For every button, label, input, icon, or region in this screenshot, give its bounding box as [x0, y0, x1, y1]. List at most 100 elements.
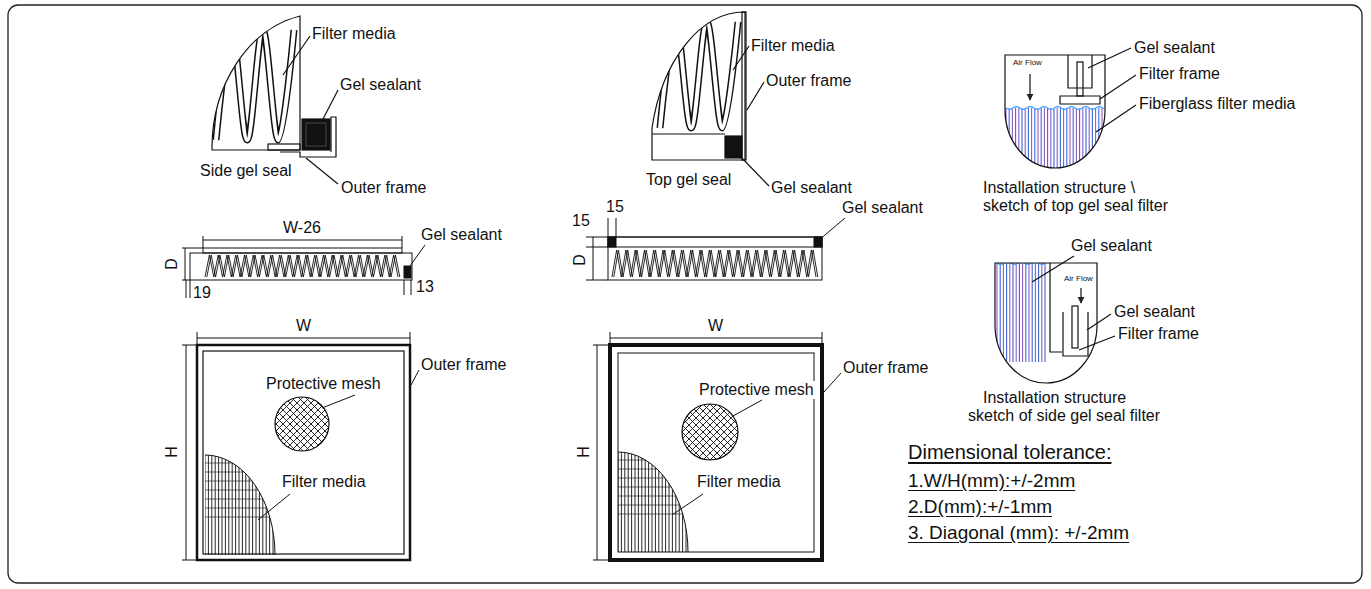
- media-pleat-line: [273, 455, 274, 555]
- mesh-wire: [640, 404, 696, 460]
- dimension-line: [197, 338, 410, 339]
- media-pleat-line: [252, 455, 253, 555]
- extension-line: [404, 280, 405, 295]
- outer-frame-profile: [280, 117, 336, 157]
- media-fiber: [996, 263, 997, 362]
- part-label: Side gel seal: [200, 162, 292, 180]
- mesh-wire: [661, 404, 717, 460]
- media-pleat-line: [624, 452, 625, 552]
- part-label: Gel sealant: [842, 199, 923, 217]
- pleat-outer: [660, 22, 738, 128]
- extension-line: [190, 280, 191, 298]
- media-fiber: [1079, 108, 1080, 175]
- pleat-inner: [660, 22, 738, 128]
- media-pleat-line: [222, 455, 223, 555]
- media-pleat-line: [218, 455, 219, 555]
- gel-sealant-block: [404, 266, 411, 278]
- part-label: Outer frame: [843, 359, 928, 377]
- mesh-wire: [228, 397, 282, 451]
- mesh-wire: [626, 404, 682, 460]
- extension-line: [608, 218, 609, 237]
- knife-edge: [1077, 62, 1083, 96]
- media-pleat-line: [672, 452, 673, 552]
- pleat-outer: [216, 30, 294, 140]
- media-fiber: [1009, 263, 1010, 362]
- protective-mesh: [682, 404, 738, 460]
- mesh-wire: [270, 397, 324, 451]
- dimension-label: W: [296, 317, 311, 335]
- side-view-left: [182, 236, 425, 298]
- leader-line: [747, 82, 764, 110]
- top-band: [608, 237, 822, 247]
- gel-channel: [1068, 55, 1092, 88]
- detail-outline: [652, 12, 745, 160]
- mesh-wire: [689, 404, 745, 460]
- leader-line: [739, 155, 769, 186]
- mesh-wire: [319, 397, 373, 451]
- mesh-wire: [689, 404, 745, 460]
- leader-line: [733, 400, 762, 416]
- mesh-wire: [724, 404, 780, 460]
- media-fiber: [1006, 263, 1007, 362]
- mesh-wire: [640, 404, 696, 460]
- mesh-wire: [682, 404, 738, 460]
- pleat-zigzag: [207, 255, 400, 277]
- media-pleat-line: [259, 455, 260, 555]
- detail-outline: [995, 263, 1097, 383]
- mesh-wire: [633, 404, 689, 460]
- mesh-wire: [228, 397, 282, 451]
- mesh-wire: [647, 404, 703, 460]
- leader-line: [258, 494, 290, 520]
- fiberglass-media: [1006, 107, 1104, 176]
- mesh-wire: [675, 404, 731, 460]
- dimension-label: 19: [193, 284, 211, 302]
- media-fiber: [1085, 108, 1086, 175]
- mesh-wire: [661, 404, 717, 460]
- mesh-wire: [738, 404, 794, 460]
- media-fiber: [1003, 263, 1004, 362]
- leader-line: [410, 245, 425, 266]
- media-fiber: [1060, 108, 1061, 175]
- mesh-wire: [221, 397, 275, 451]
- dimension-label: 15: [572, 212, 590, 230]
- mesh-wire: [647, 404, 703, 460]
- media-fiber: [1025, 263, 1026, 362]
- media-pleat-line: [648, 452, 649, 552]
- media-pleat-line: [645, 452, 646, 552]
- media-pleat-line: [205, 455, 206, 555]
- extension-line: [586, 247, 608, 248]
- leader-line: [1100, 75, 1136, 99]
- part-label: Filter media: [697, 473, 781, 491]
- mesh-wire: [270, 397, 324, 451]
- mesh-wire: [703, 404, 759, 460]
- airflow-label: Air Flow: [1064, 274, 1093, 283]
- media-pleat-line: [232, 455, 233, 555]
- media-pleat-line: [269, 455, 270, 555]
- airflow-arrow: [1029, 74, 1030, 100]
- dimension-label: D: [163, 258, 181, 270]
- mesh-wire: [696, 404, 752, 460]
- dimension-line: [185, 248, 186, 280]
- dimension-line: [597, 345, 598, 560]
- mesh-wire: [305, 397, 359, 451]
- gel-channel: [1063, 312, 1088, 356]
- part-label: Gel sealant: [771, 179, 852, 197]
- media-pleat-line: [628, 452, 629, 552]
- part-label: Protective mesh: [697, 381, 816, 399]
- leader-line: [1096, 105, 1136, 132]
- airflow-arrow: [1080, 288, 1081, 303]
- mesh-wire: [696, 404, 752, 460]
- media-edge: [618, 452, 688, 552]
- mesh-wire: [633, 404, 689, 460]
- gel-sealant-block: [302, 119, 330, 150]
- media-separator: [618, 496, 688, 497]
- part-label: Outer frame: [421, 356, 506, 374]
- media-pleat-line: [621, 452, 622, 552]
- part-label: Protective mesh: [266, 375, 381, 393]
- gel-sealant-block: [608, 237, 616, 247]
- mesh-wire: [242, 397, 296, 451]
- mesh-wire: [235, 397, 289, 451]
- media-pleat-line: [211, 455, 212, 555]
- generated-parts: [205, 22, 1104, 555]
